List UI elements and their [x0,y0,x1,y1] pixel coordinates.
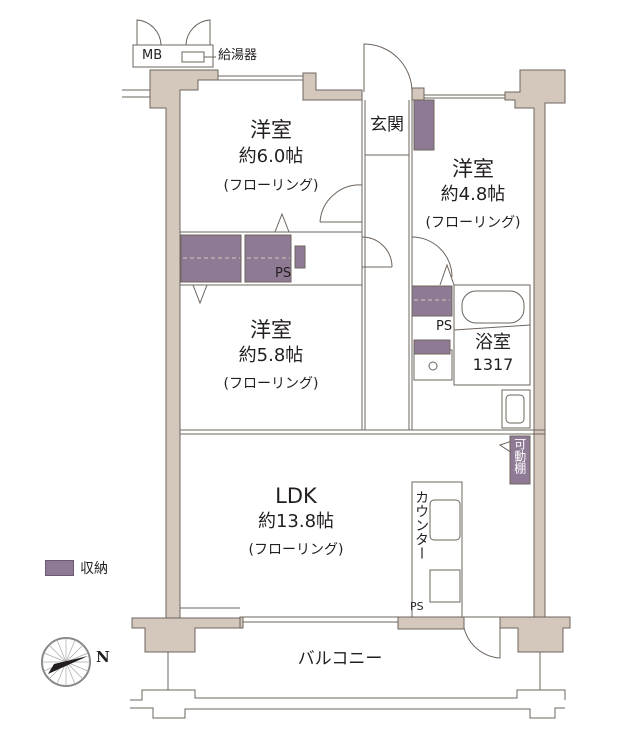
room-name: 洋室 [250,118,292,142]
room-size: 約5.8帖 [238,345,304,366]
room-name: 洋室 [452,157,494,181]
room-floor: (フローリング) [248,542,344,558]
room-size: 約13.8帖 [257,511,335,532]
balcony-label: バルコニー [297,649,383,669]
room-size: 約4.8帖 [440,184,506,205]
movable-shelf-label: 可動棚 [512,438,527,474]
storage-swatch [45,560,74,576]
room-floor: (フローリング) [425,215,521,231]
room-name: 洋室 [250,318,292,342]
legend: 収納 [45,558,108,578]
compass-icon [41,637,91,687]
walls [131,69,571,653]
room-floor: (フローリング) [223,178,319,194]
room-size: 1317 [472,355,514,374]
water-heater-label: 給湯器 [218,48,258,63]
entrance-label: 玄関 [370,115,404,135]
ps-label-kitchen: PS [410,600,424,613]
ps-label-toilet: PS [275,266,292,281]
room-size: 約6.0帖 [238,146,304,167]
counter-label: カウンター [413,490,430,560]
ps-label-wash: PS [436,319,453,334]
mb-label: MB [142,48,163,63]
room-floor: (フローリング) [223,376,319,392]
north-label: N [96,648,110,666]
room-name: 浴室 [475,332,511,353]
room-name: LDK [275,484,317,508]
mb-box [132,44,214,68]
legend-storage-label: 収納 [80,561,108,577]
